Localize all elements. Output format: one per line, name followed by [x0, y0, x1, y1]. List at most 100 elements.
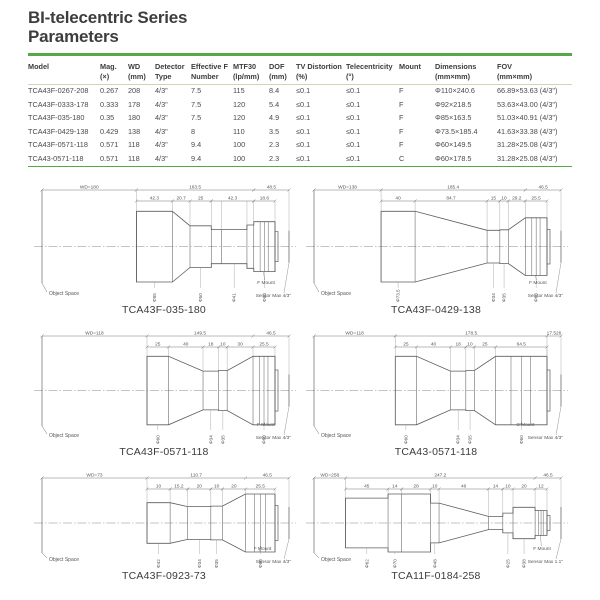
figure-caption: TCA43F-0923-73 [122, 569, 206, 582]
svg-text:14: 14 [493, 483, 499, 489]
svg-text:17.526: 17.526 [547, 330, 562, 336]
column-header: TV Distortion(%) [296, 62, 342, 81]
table-cell: F [399, 113, 404, 123]
figure-caption: TCA11F-0184-258 [391, 569, 481, 582]
table-cell: 0.429 [100, 126, 119, 136]
table-cell: TCA43F-0571-118 [28, 140, 88, 150]
svg-text:Φ60: Φ60 [519, 435, 524, 444]
table-cell: ≤0.1 [346, 113, 361, 123]
svg-text:25.5: 25.5 [531, 195, 541, 201]
table-cell: 7.5 [191, 113, 202, 123]
svg-text:42.3: 42.3 [150, 195, 160, 201]
green-divider [28, 53, 572, 57]
page-title-line2: Parameters [28, 27, 119, 47]
svg-text:Φ42: Φ42 [156, 559, 161, 568]
svg-text:Φ34: Φ34 [208, 435, 213, 444]
figure-caption: TCA43F-035-180 [122, 303, 206, 316]
svg-text:10: 10 [467, 341, 473, 347]
table-cell: Φ60×178.5 [435, 153, 472, 163]
svg-text:Object Space: Object Space [321, 291, 351, 297]
svg-text:Object Space: Object Space [49, 557, 79, 563]
svg-text:Φ34: Φ34 [491, 293, 496, 302]
svg-text:Φ48: Φ48 [432, 559, 437, 568]
svg-text:WD=73: WD=73 [86, 472, 102, 478]
table-cell: 180 [128, 113, 141, 123]
table-cell: 208 [128, 86, 141, 96]
svg-text:Φ60: Φ60 [534, 293, 539, 302]
figure-caption: TCA43F-0429-138 [391, 303, 481, 316]
svg-text:WD=138: WD=138 [338, 184, 357, 190]
table-cell: 3.5 [269, 126, 280, 136]
svg-text:Φ60: Φ60 [262, 435, 267, 444]
figure-caption: TCA43-0571-118 [394, 445, 478, 458]
table-cell: ≤0.1 [346, 153, 361, 163]
svg-text:12: 12 [538, 483, 544, 489]
svg-text:Φ50: Φ50 [198, 293, 203, 302]
table-cell: 0.571 [100, 153, 119, 163]
column-header: Telecentricity(°) [346, 62, 393, 81]
svg-text:46.5: 46.5 [266, 330, 276, 336]
table-cell: Φ110×240.6 [435, 86, 475, 96]
svg-text:Φ34: Φ34 [456, 435, 461, 444]
svg-text:25.5: 25.5 [256, 483, 266, 489]
table-cell: C [399, 153, 405, 163]
svg-text:46.5: 46.5 [543, 472, 553, 478]
svg-text:10: 10 [505, 483, 511, 489]
svg-text:25: 25 [403, 341, 409, 347]
svg-text:F Mount: F Mount [529, 280, 547, 286]
svg-text:Φ35: Φ35 [468, 435, 473, 444]
table-cell: 4/3" [155, 99, 168, 109]
column-header: Model [28, 62, 50, 72]
svg-text:C Mount: C Mount [516, 422, 535, 428]
table-cell: F [399, 86, 404, 96]
table-cell: 4.9 [269, 113, 280, 123]
svg-text:Φ34: Φ34 [197, 559, 202, 568]
svg-text:WD=118: WD=118 [345, 330, 364, 336]
table-cell: 118 [128, 140, 140, 150]
svg-text:Sensor Max 4/3": Sensor Max 4/3" [256, 435, 292, 441]
column-header: FOV(mm×mm) [497, 62, 533, 81]
svg-text:Φ35: Φ35 [502, 293, 507, 302]
svg-text:40: 40 [183, 341, 189, 347]
svg-text:25: 25 [482, 341, 488, 347]
table-cell: 2.3 [269, 153, 280, 163]
table-cell: 4/3" [155, 86, 168, 96]
svg-text:45: 45 [364, 483, 370, 489]
table-cell: 120 [233, 113, 246, 123]
table-cell: TCA43F-0429-138 [28, 126, 89, 136]
page-title: BI-telecentric Series Parameters [28, 8, 572, 46]
table-cell: F [399, 126, 404, 136]
svg-text:15: 15 [491, 195, 497, 201]
table-cell: 178 [128, 99, 141, 109]
svg-text:F Mount: F Mount [257, 280, 275, 286]
table-cell: 115 [233, 86, 245, 96]
svg-text:Φ41: Φ41 [232, 293, 237, 302]
svg-text:20.7: 20.7 [177, 195, 187, 201]
table-cell: 7.5 [191, 99, 202, 109]
column-header: Dimensions(mm×mm) [435, 62, 477, 81]
svg-text:WD=258: WD=258 [320, 472, 339, 478]
table-cell: 8.4 [269, 86, 280, 96]
svg-text:Φ35: Φ35 [214, 559, 219, 568]
table-cell: 9.4 [191, 153, 202, 163]
svg-text:Φ25: Φ25 [505, 559, 510, 568]
svg-text:29.2: 29.2 [512, 195, 522, 201]
column-header: Mag.(×) [100, 62, 117, 81]
table-cell: Φ85×163.5 [435, 113, 472, 123]
svg-text:Φ35: Φ35 [220, 435, 225, 444]
table-cell: 4/3" [155, 113, 168, 123]
